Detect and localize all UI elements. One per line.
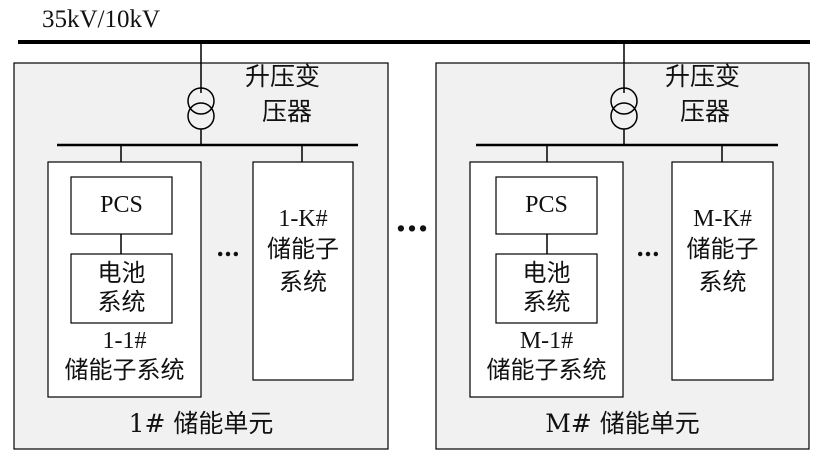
- unitM-ellipsis: …: [636, 233, 660, 262]
- unit1-subsystem-k-name-line1: 储能子: [267, 235, 339, 263]
- unitM-subsystem-k-id: M-K#: [693, 206, 752, 232]
- unit1-transformer-upper-coil: [187, 87, 215, 115]
- unitM-pcs-box: [495, 176, 598, 235]
- unit1-subsystem-1-name: 储能子系统: [64, 356, 185, 384]
- unitM-pcs-label: PCS: [525, 192, 568, 218]
- unitM-transformer-label-line2: 压器: [680, 97, 731, 126]
- bus-voltage-label: 35kV/10kV: [42, 6, 161, 33]
- unit1-subsystem-k-frame: [252, 161, 354, 381]
- unit1-pcs-label: PCS: [100, 192, 143, 218]
- unitM-battery-label-line2: 系统: [522, 288, 571, 316]
- unit1-subsystem-k-id: 1-K#: [278, 206, 328, 232]
- unitM-label: M# 储能单元: [545, 409, 700, 438]
- unit1-battery-box: [70, 253, 173, 324]
- unit1-ellipsis: …: [216, 233, 240, 262]
- unitM-subsystem-k-frame: [671, 161, 774, 381]
- unitM-battery-label-line1: 电池: [522, 259, 571, 287]
- units-ellipsis: …: [395, 200, 429, 240]
- unit1-transformer-label-line2: 压器: [262, 97, 313, 126]
- unitM-subsystem-1-id: M-1#: [519, 328, 574, 354]
- unit1-subsystem-1-id: 1-1#: [102, 328, 147, 354]
- unitM-subsystem-1-name: 储能子系统: [486, 356, 607, 384]
- unitM-subsystem-k-name-line2: 系统: [698, 268, 747, 296]
- unitM-battery-box: [495, 253, 598, 324]
- unitM-transformer-label-line1: 升压变: [665, 62, 741, 91]
- unit1-label: 1# 储能单元: [128, 409, 274, 438]
- unit1-subsystem-k-name-line2: 系统: [279, 268, 327, 296]
- unit1-transformer-label-line1: 升压变: [245, 62, 321, 91]
- unit1-battery-label-line2: 系统: [97, 288, 146, 316]
- unitM-subsystem-k-name-line1: 储能子: [686, 235, 759, 263]
- unitM-transformer-upper-coil: [610, 87, 638, 115]
- unit1-battery-label-line1: 电池: [97, 259, 146, 287]
